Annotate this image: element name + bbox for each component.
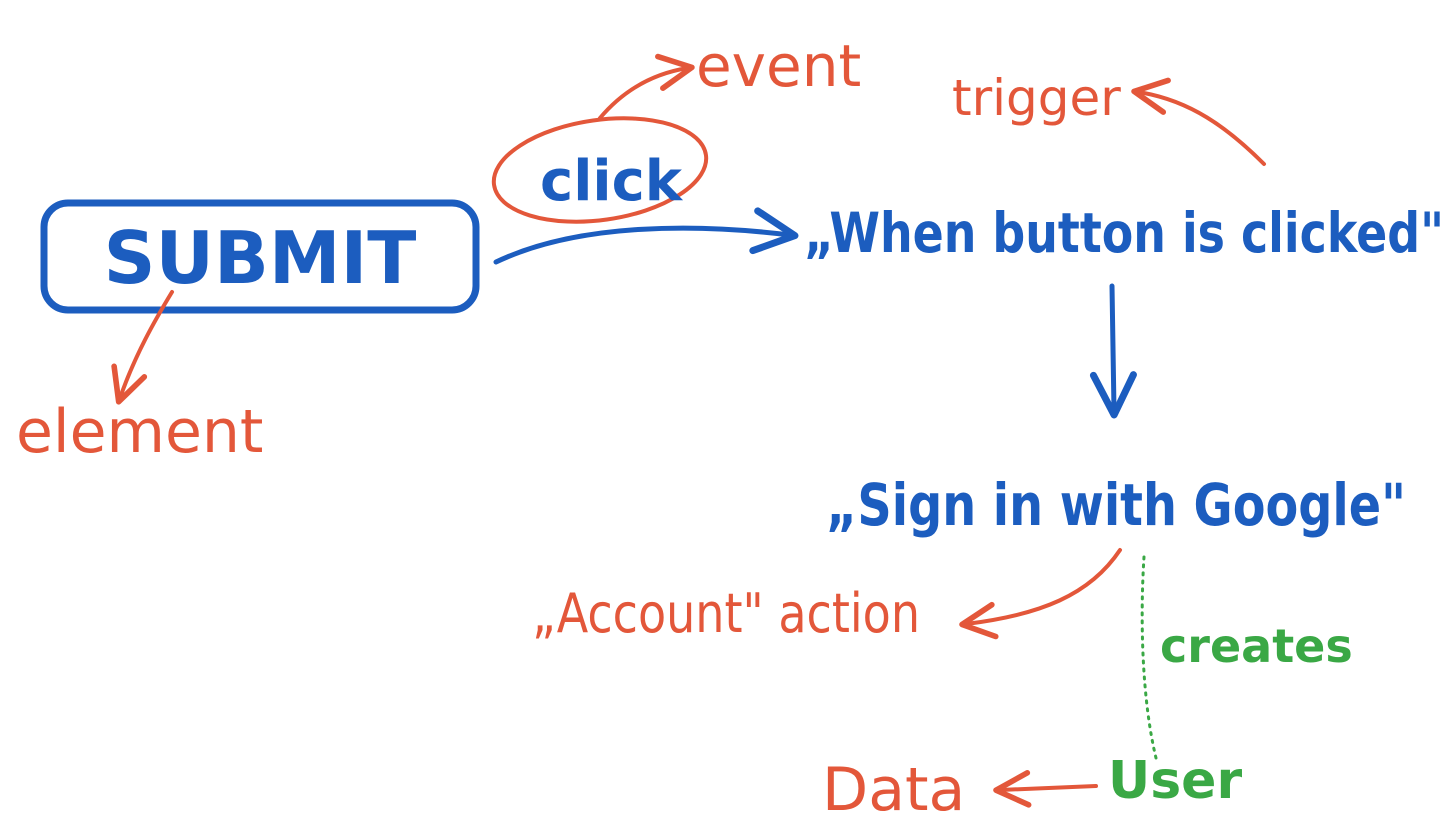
element-label: element — [16, 397, 263, 467]
trigger-label: trigger — [952, 69, 1121, 127]
action-phrase: „Sign in with Google" — [826, 471, 1406, 539]
submit-button-box — [40, 199, 480, 314]
user-to-data-arrow — [993, 770, 1098, 808]
creates-dotted-line — [1140, 555, 1158, 760]
submit-to-element-arrow — [111, 290, 174, 405]
trigger-phrase: „When button is clicked" — [804, 201, 1444, 265]
creates-label: creates — [1160, 619, 1353, 673]
submit-label: SUBMIT — [104, 216, 417, 300]
click-label: click — [540, 149, 684, 214]
trigger-to-action-arrow — [1089, 283, 1137, 419]
data-label: Data — [822, 755, 965, 825]
when-to-trigger-arrow — [1131, 77, 1266, 166]
account-action-label: „Account" action — [532, 582, 920, 645]
event-label: event — [696, 32, 861, 100]
click-oval — [491, 116, 709, 224]
action-to-account-arrow — [959, 548, 1122, 640]
click-to-event-arrow — [598, 53, 695, 120]
submit-to-trigger-arrow — [493, 207, 799, 265]
user-label: User — [1108, 751, 1242, 811]
